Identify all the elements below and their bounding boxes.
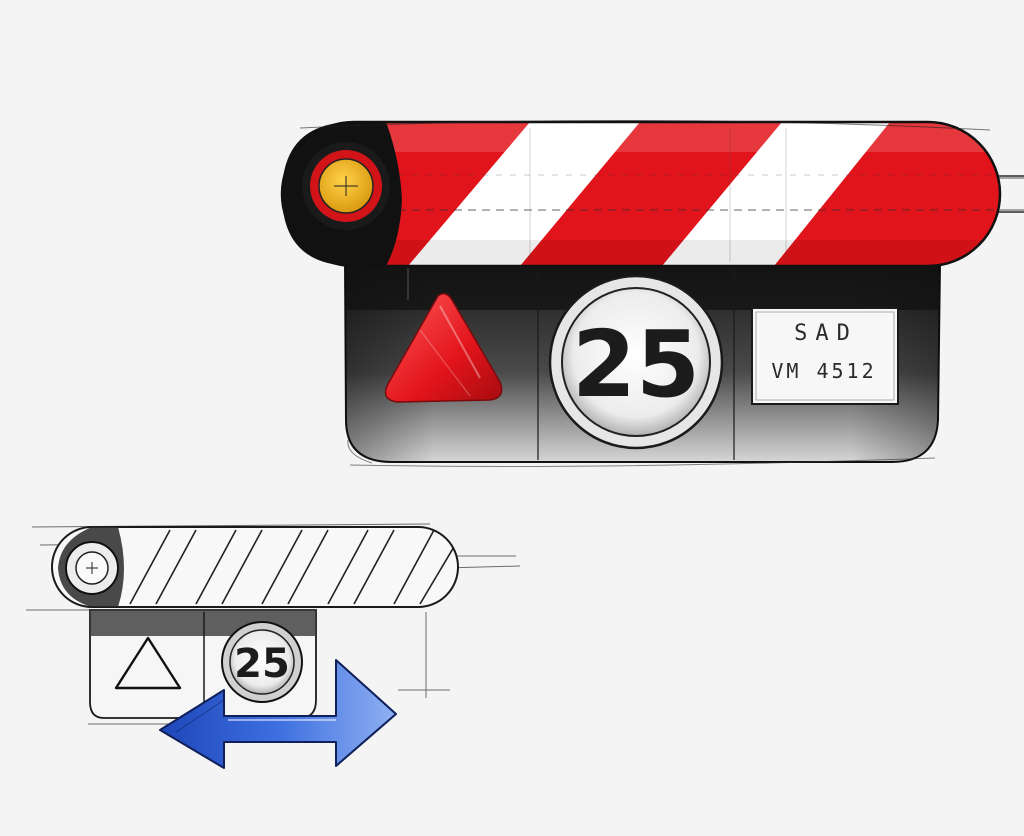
small-lamp-icon <box>65 541 119 595</box>
small-speed-limit-value: 25 <box>234 641 290 687</box>
small-barrier-unit: 25 <box>26 523 521 769</box>
license-plate: SAD VM 4512 <box>751 307 899 405</box>
red-warning-triangle-icon <box>384 293 503 403</box>
speed-limit-value: 25 <box>572 311 700 418</box>
plate-line-1: SAD <box>794 321 858 346</box>
blue-double-arrow-icon <box>159 659 397 769</box>
outline-warning-triangle-icon <box>114 636 182 690</box>
main-barrier-unit: 25 SAD VM 4512 <box>280 119 1024 467</box>
speed-limit-sign: 25 <box>548 274 724 450</box>
amber-lamp-icon <box>302 142 390 230</box>
main-striped-bar <box>280 119 1002 268</box>
plate-line-2: VM 4512 <box>771 359 876 383</box>
small-speed-limit-sign: 25 <box>221 621 303 703</box>
